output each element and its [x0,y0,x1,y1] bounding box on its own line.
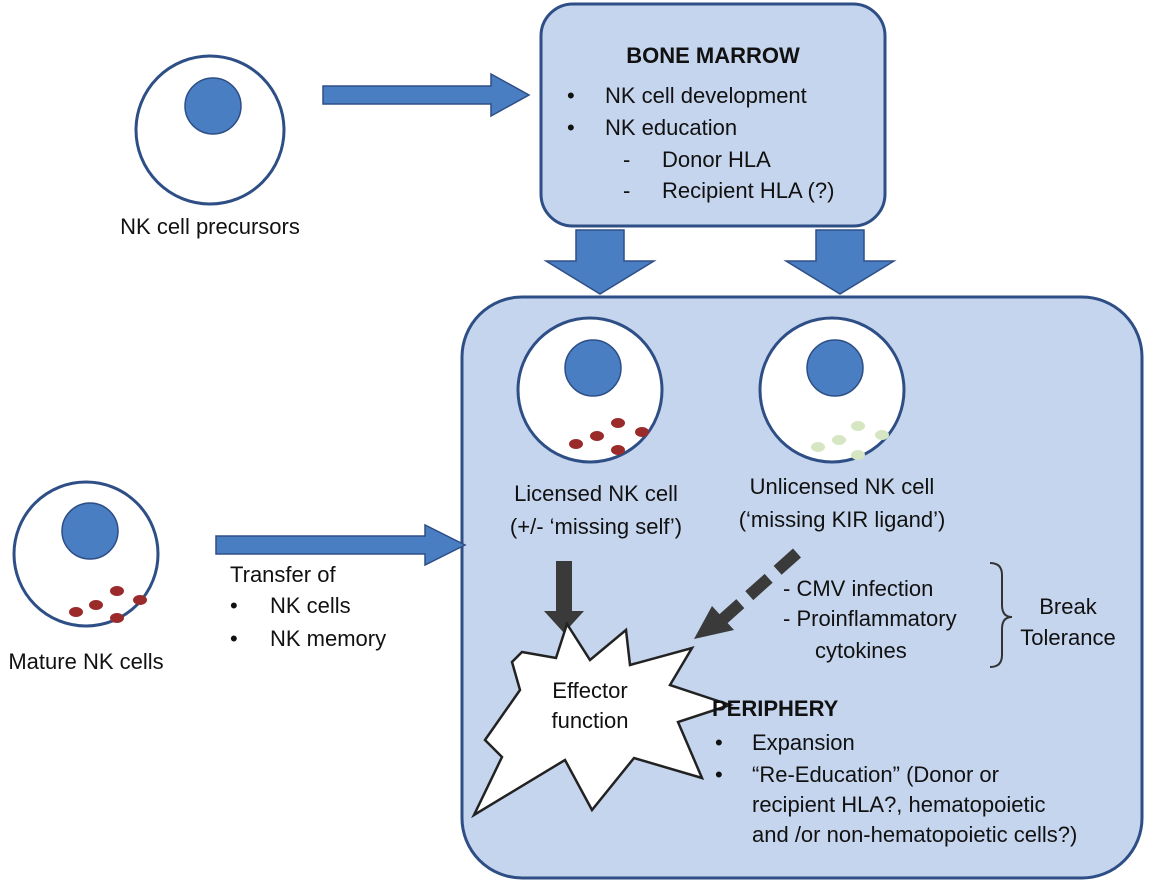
bone-marrow-title: BONE MARROW [626,43,800,68]
trigger-item: - CMV infection [783,576,933,601]
bullet-icon: • [567,115,575,140]
periphery-title: PERIPHERY [712,696,839,721]
granule-red [110,586,124,596]
bone-marrow-subitem: Donor HLA [662,147,771,172]
curly-brace [989,562,1013,668]
bullet-icon: • [715,762,723,787]
bone-marrow-item: NK education [605,115,737,140]
unlicensed-cell [758,316,906,464]
unlicensed-label-line1: Unlicensed NK cell [750,474,935,499]
bullet-icon: • [567,83,575,108]
trigger-item: - Proinflammatory [783,606,957,631]
effector-starburst [471,621,734,819]
granule-red [569,439,583,449]
dashed-arrow-head [694,606,734,639]
granule-red [611,445,625,455]
effector-label-line2: function [551,708,628,733]
unlicensed-label-line2: (‘missing KIR ligand’) [739,507,946,532]
arrow-marrow-to-licensed [543,229,657,295]
periphery-item-continuation: and /or non-hematopoietic cells?) [752,822,1077,847]
cell-nucleus [564,339,622,397]
granule-red [89,600,103,610]
granule-green [875,430,889,440]
dash-icon: - [623,147,630,172]
mature-label: Mature NK cells [8,649,163,674]
cell-nucleus [61,502,119,560]
periphery-item-continuation: recipient HLA?, hematopoietic [752,792,1046,817]
arrow-marrow-to-unlicensed [783,229,897,295]
arrow-precursor-to-marrow [322,72,531,118]
dashed-arrow-unlicensed-to-effector [694,548,801,639]
bullet-icon: • [230,593,238,618]
precursor-cell [134,54,286,206]
bone-marrow-subitem: Recipient HLA (?) [662,178,834,203]
break-tolerance-line2: Tolerance [1020,625,1115,650]
granule-green [832,435,846,445]
cell-nucleus [806,339,864,397]
granule-red [611,418,625,428]
break-tolerance-line1: Break [1039,594,1097,619]
dash-icon: - [623,178,630,203]
arrow-licensed-to-effector [544,561,584,633]
effector-label-line1: Effector [552,678,627,703]
granule-red [110,613,124,623]
transfer-item: NK cells [270,593,351,618]
licensed-cell [516,316,664,464]
granule-green [811,442,825,452]
trigger-item: cytokines [815,638,907,663]
precursor-label: NK cell precursors [120,214,300,239]
granule-red [69,607,83,617]
granule-green [851,421,865,431]
transfer-title: Transfer of [230,562,336,587]
licensed-label-line2: (+/- ‘missing self’) [510,514,682,539]
granule-green [851,450,865,460]
granule-red [635,427,649,437]
licensed-label-line1: Licensed NK cell [514,481,678,506]
transfer-item: NK memory [270,626,386,651]
bullet-icon: • [230,626,238,651]
bone-marrow-box [539,2,887,228]
periphery-item: “Re-Education” (Donor or [752,762,999,787]
granule-red [133,595,147,605]
bone-marrow-item: NK cell development [605,83,807,108]
mature-cell [12,480,160,628]
periphery-item: Expansion [752,730,855,755]
bullet-icon: • [715,730,723,755]
granule-red [590,431,604,441]
cell-nucleus [184,77,242,135]
dashed-arrow-shaft [718,548,801,625]
arrow-mature-to-periphery [215,523,467,567]
